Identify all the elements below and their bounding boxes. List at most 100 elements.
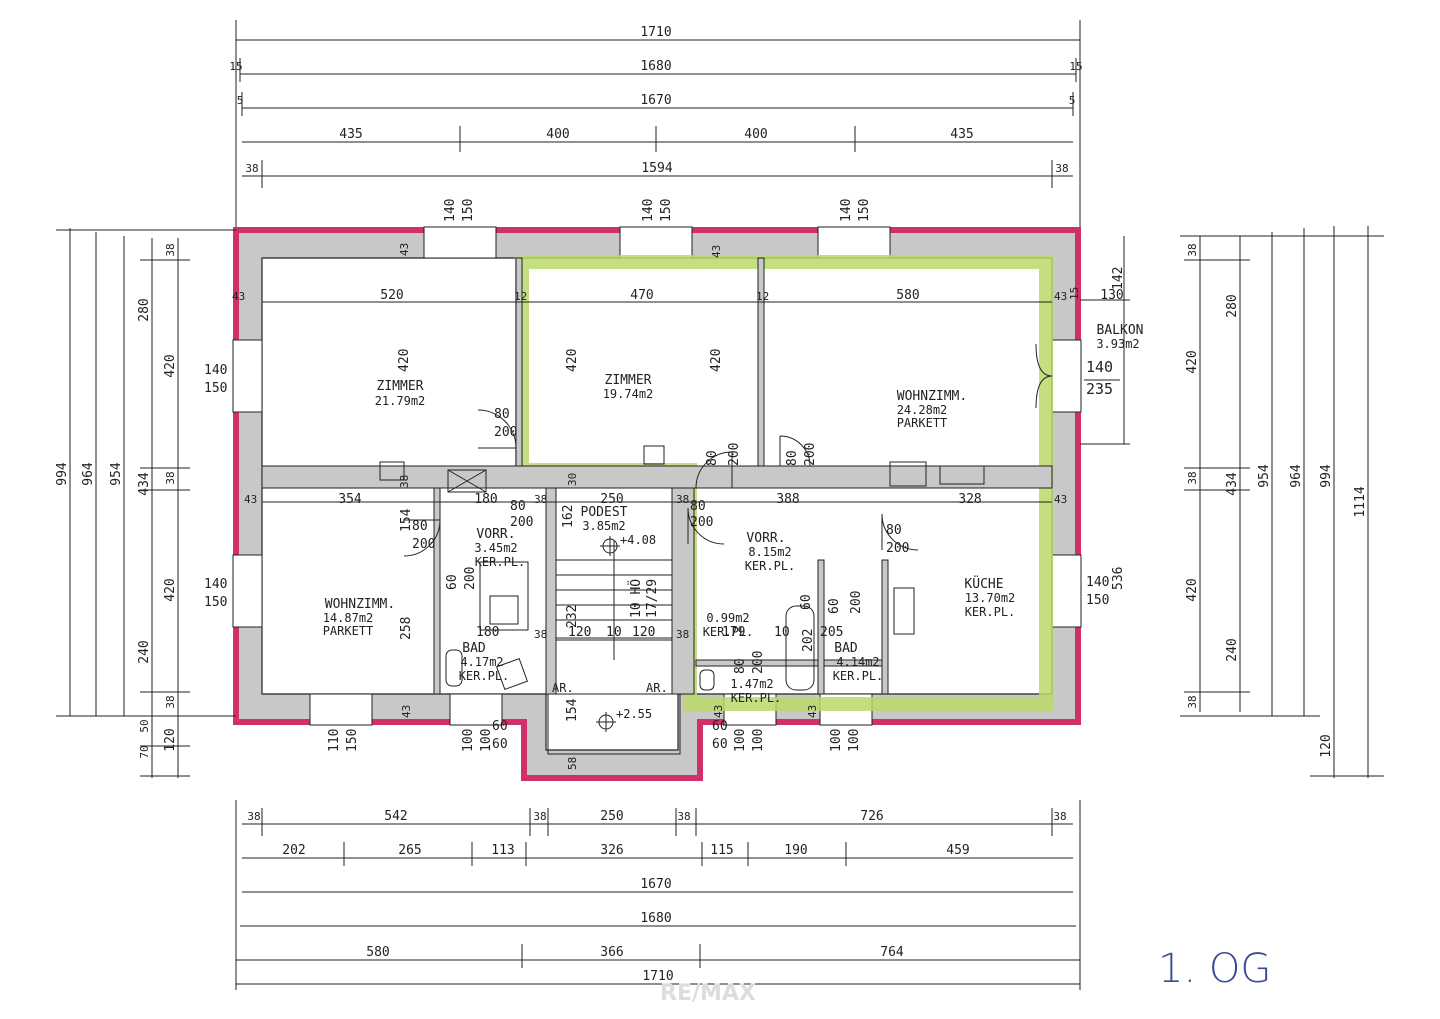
room-floor: KER.PL. [745,559,796,573]
interior-walls [261,257,1053,695]
dim-window: 140 [641,199,656,222]
room-area: 21.79m2 [375,394,426,408]
dim-window: 150 [659,199,674,222]
room-area: 4.17m2 [460,655,503,669]
dim-door: 200 [849,591,864,614]
dim-window: 140 [204,363,227,378]
room-area: 24.28m2 [897,403,948,417]
dim-bot-seg: 38 [247,810,260,823]
dim-left-seg: 38 [164,243,177,256]
dim-left-954: 954 [109,462,124,486]
dim-bot-1670: 1670 [640,877,671,892]
dim-balkon-door: 235 [1086,380,1113,398]
dim-right-seg: 240 [1225,638,1240,661]
dim-window: 140 [1086,575,1109,590]
dim-top-seg: 1594 [641,161,672,176]
dim-interior: 38 [676,493,689,506]
dim-window: 140 [204,577,227,592]
dim-interior: 180 [476,625,499,640]
dim-left-seg: 38 [164,471,177,484]
dim-interior: 536 [1111,567,1126,590]
dim-top-small: 15 [1069,60,1082,73]
dim-top-seg: 435 [339,127,362,142]
dim-bot-seg: 38 [1053,810,1066,823]
dim-top-seg: 435 [950,127,973,142]
dim-right-seg: 38 [1186,471,1199,484]
room-name: ZIMMER [377,379,424,394]
room-area: 19.74m2 [603,387,654,401]
dim-left-seg: 280 [137,298,152,321]
dim-below: 60 [492,737,508,752]
dim-interior: 43 [232,290,245,303]
dim-below: 43 [712,705,725,718]
dim-interior: 38 [676,628,689,641]
dim-interior: 232 [565,605,580,628]
dim-interior: 202 [801,629,816,652]
dim-door: 200 [494,425,517,440]
room-name: WOHNZIMM. [325,597,395,612]
dim-interior: 38 [534,493,547,506]
room-area: 8.15m2 [748,545,791,559]
dim-bot-seg: 764 [880,945,904,960]
dim-door: 80 [785,450,800,466]
dim-window: 110 [327,729,342,752]
stair-ar: AR. [646,681,668,695]
window-dimensions: 140 150 140 150 140 150 140 150 140 150 … [204,199,1113,752]
dim-door: 60 [827,598,842,614]
dim-left-seg: 420 [163,354,178,377]
door-dimensions: 80 200 80 200 80 200 80 200 80 200 80 20… [412,407,909,674]
level-top: +4.08 [620,533,656,547]
dim-interior: 328 [958,492,981,507]
dim-top-1670: 1670 [640,93,671,108]
room-floor: KER.PL. [475,555,526,569]
fixtures [379,343,1053,691]
dim-interior: 12 [756,290,769,303]
dim-interior: 520 [380,288,403,303]
dim-door: 80 [886,523,902,538]
level-bottom: +2.55 [616,707,652,721]
dim-right-seg: 38 [1186,243,1199,256]
dim-door: 80 [690,499,706,514]
dim-door: 80 [705,450,720,466]
dim-below: 60 [712,719,728,734]
bottom-dimension-labels: 38 542 38 250 38 726 38 202 265 113 326 … [247,809,1066,984]
dim-window: 150 [461,199,476,222]
dim-interior: 130 [1100,288,1123,303]
dim-right-954: 954 [1257,464,1272,488]
dim-bot-seg: 38 [677,810,690,823]
staircase [547,487,681,755]
room-area: 14.87m2 [323,611,374,625]
dim-below: 100 [461,729,476,752]
dim-left-seg: 70 [138,745,151,758]
dim-door: 200 [727,443,742,466]
dim-below: 100 [733,729,748,752]
dim-interior: 258 [399,617,414,640]
dim-interior: 38 [534,628,547,641]
dim-interior: 420 [397,349,412,372]
room-name: PODEST [581,505,628,520]
floor-label: 1. OG [1158,946,1271,992]
dim-bot-seg: 113 [491,843,514,858]
dim-left-seg: 240 [137,640,152,663]
dim-window: 150 [204,381,227,396]
room-floor: PARKETT [897,416,948,430]
dim-top-small: 5 [1069,94,1076,107]
room-name: VORR. [746,531,785,546]
dim-interior: 43 [710,245,723,258]
dim-interior: 43 [398,243,411,256]
dim-interior: 470 [630,288,653,303]
dim-top-seg: 400 [546,127,569,142]
bottom-dimension-chains [235,800,1081,990]
room-name: BAD [834,641,858,656]
dim-below: 100 [829,729,844,752]
dim-right-seg: 434 [1225,472,1240,496]
stair-ar: AR. [552,681,574,695]
dim-door: 80 [733,658,748,674]
dim-right-seg: 120 [1319,734,1334,757]
room-floor: KER.PL. [731,691,782,705]
left-dimension-labels: 994 964 954 434 38 280 420 38 420 240 38… [55,243,178,758]
stair-hoehe: 10 HÖ [627,579,644,618]
dim-interior: 142 [1111,267,1126,290]
dim-door: 200 [886,541,909,556]
dim-right-994: 994 [1319,464,1334,488]
